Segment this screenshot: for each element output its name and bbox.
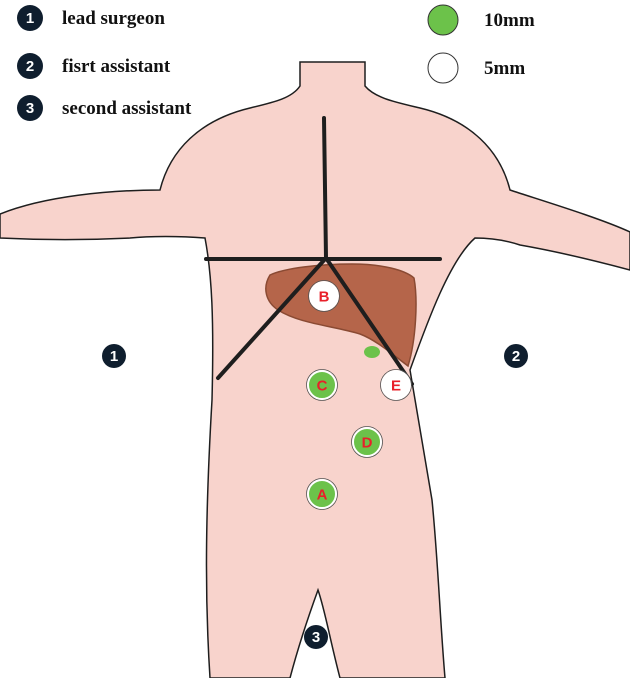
port-letter: A (317, 487, 328, 504)
right-costal-line (324, 256, 414, 386)
role-label: second assistant (62, 98, 192, 119)
legend-role-1: 1 lead surgeon (17, 5, 165, 31)
role-badge-number: 1 (26, 10, 34, 27)
position-badge-number: 2 (512, 348, 520, 365)
position-badge-circle (304, 625, 328, 649)
port-circle (309, 281, 339, 311)
port-ring (380, 369, 412, 401)
port-circle (307, 370, 337, 400)
position-badge-number: 3 (312, 629, 320, 646)
size-label: 10mm (484, 10, 535, 31)
legend-size-5mm: 5mm (427, 52, 525, 84)
role-badge-number: 3 (26, 100, 34, 117)
position-badge-2: 2 (504, 344, 528, 368)
port-ring (308, 280, 340, 312)
anatomical-lines (204, 116, 442, 386)
left-costal-line (216, 256, 328, 380)
port-C: C (306, 369, 338, 401)
role-badge-number: 2 (26, 58, 34, 75)
port-letter: B (319, 289, 330, 306)
port-E: E (380, 369, 412, 401)
position-badge-3: 3 (304, 625, 328, 649)
port-letter: C (317, 378, 328, 395)
port-circle (352, 427, 382, 457)
position-badge-circle (102, 344, 126, 368)
position-badge-circle (504, 344, 528, 368)
position-badges: 1 2 3 (102, 344, 528, 649)
role-label: lead surgeon (62, 8, 165, 29)
size-swatch (427, 52, 459, 84)
port-letter: E (391, 378, 401, 395)
role-badge-circle (17, 5, 43, 31)
port-letter: D (362, 435, 373, 452)
port-ring (306, 478, 338, 510)
trocar-ports: B C E D A (306, 280, 412, 510)
legend-role-2: 2 fisrt assistant (17, 53, 171, 79)
legend-role-3: 3 second assistant (17, 95, 192, 121)
port-ring (351, 426, 383, 458)
port-D: D (351, 426, 383, 458)
role-label: fisrt assistant (62, 56, 171, 77)
port-circle (307, 479, 337, 509)
gallbladder (364, 346, 380, 358)
body-silhouette (0, 61, 630, 678)
legend-sizes: 10mm 5mm (427, 4, 535, 84)
size-label: 5mm (484, 58, 525, 79)
port-circle (381, 370, 411, 400)
position-badge-number: 1 (110, 348, 118, 365)
port-ring (306, 369, 338, 401)
role-badge-circle (17, 95, 43, 121)
port-A: A (306, 478, 338, 510)
position-badge-1: 1 (102, 344, 126, 368)
role-badge-circle (17, 53, 43, 79)
legend-roles: 1 lead surgeon 2 fisrt assistant 3 second ass… (17, 5, 192, 121)
legend-size-10mm: 10mm (427, 4, 535, 36)
port-B: B (308, 280, 340, 312)
midline-chest (322, 116, 328, 260)
size-swatch (427, 4, 459, 36)
